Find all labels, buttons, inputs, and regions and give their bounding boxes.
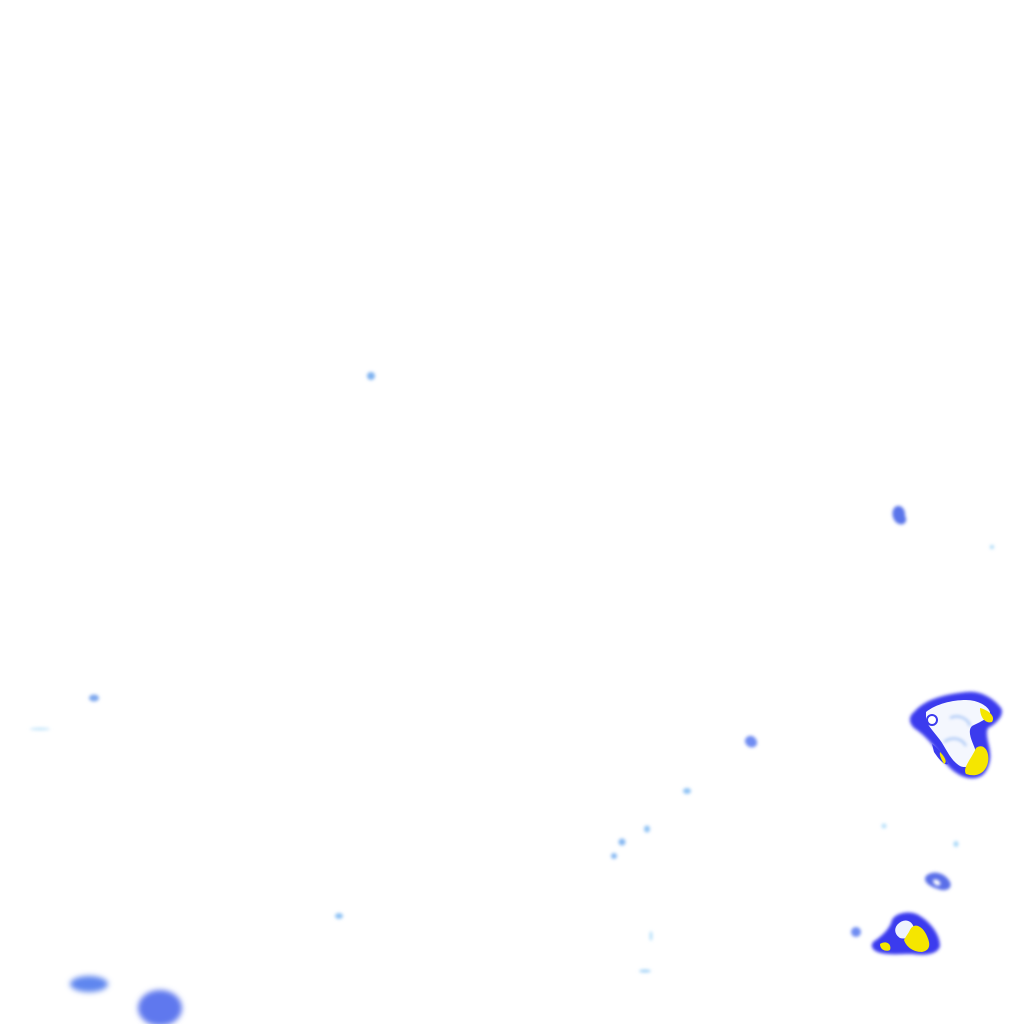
storm-core-intense <box>880 942 891 951</box>
echo-cell-trail <box>644 825 650 833</box>
echo-cell-east-ring <box>925 872 951 891</box>
storm-core-intense <box>904 925 930 952</box>
echo-cell-south <box>639 969 651 973</box>
echo-cell-southwest <box>70 976 108 992</box>
echo-cell-south <box>649 931 653 941</box>
storm-core-intense <box>980 708 994 723</box>
echo-cell-trail <box>683 788 691 794</box>
storm-eye <box>926 714 938 726</box>
echo-cell-east <box>881 823 887 829</box>
echo-cell-mid <box>744 735 758 748</box>
echo-cell-west <box>30 727 50 731</box>
echo-cell-northeast <box>892 505 907 525</box>
echo-cell-east <box>851 927 861 937</box>
storm-core-intense <box>965 746 989 776</box>
storm-core-intense <box>939 752 946 764</box>
storm-cell-large <box>909 691 1002 779</box>
echo-layer-moderate <box>70 505 951 1024</box>
echo-layer-light <box>30 372 994 973</box>
storm-cell-south <box>871 912 940 955</box>
echo-cell-west <box>89 694 99 702</box>
echo-cell-southwest <box>138 990 182 1024</box>
storm-inner-void <box>926 700 990 768</box>
echo-cell-trail <box>611 853 617 859</box>
echo-cell-east <box>990 545 994 549</box>
echo-cell-center <box>367 372 375 380</box>
storm-inner-swirl <box>943 715 971 747</box>
echo-cell-south <box>335 913 343 919</box>
echo-cell-trail <box>618 838 626 846</box>
echo-cell-east <box>953 841 959 847</box>
